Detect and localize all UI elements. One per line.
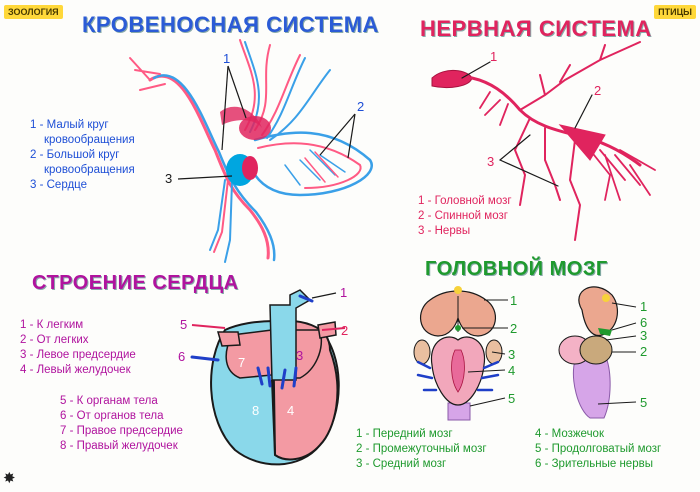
circulatory-legend: 1 - Малый круг кровообращения 2 - Большо… [30, 118, 135, 193]
brain-top-label-4: 4 [508, 363, 516, 378]
legend-item: 6 - От органов тела [60, 410, 164, 422]
brain-top-label-3: 3 [508, 347, 516, 362]
heart-label-8: 8 [252, 403, 260, 418]
legend-item: 2 - Промежуточный мозг [356, 443, 487, 455]
brain-top-label-2: 2 [510, 321, 518, 336]
legend-item: 5 - Продолговатый мозг [535, 443, 662, 455]
brain-title: ГОЛОВНОЙ МОЗГ [425, 258, 608, 280]
legend-item: 3 - Средний мозг [356, 458, 447, 470]
nervous-diagram [431, 41, 656, 241]
circulatory-title: КРОВЕНОСНАЯ СИСТЕМА [82, 12, 379, 37]
legend-item: 1 - Малый круг [30, 119, 109, 131]
nervous-title: НЕРВНАЯ СИСТЕМА [420, 16, 652, 41]
brain-top-label-5: 5 [508, 391, 516, 406]
brain-side-label-1: 1 [640, 299, 648, 314]
legend-item: кровообращения [44, 134, 135, 146]
legend-item: 1 - К легким [20, 319, 84, 331]
brain-side-label-2: 2 [640, 344, 648, 359]
brain-legend-a: 1 - Передний мозг 2 - Промежуточный мозг… [356, 427, 487, 472]
nervous-label-1: 1 [490, 49, 498, 64]
heart-legend-b: 5 - К органам тела 6 - От органов тела 7… [60, 394, 183, 454]
subject-tag: ЗООЛОГИЯ [4, 5, 63, 19]
circulatory-diagram [129, 39, 373, 263]
legend-item: 6 - Зрительные нервы [535, 458, 653, 470]
topic-tag: ПТИЦЫ [654, 5, 696, 19]
heart-label-5: 5 [180, 317, 188, 332]
legend-item: 3 - Сердце [30, 179, 88, 191]
brain-top-label-1: 1 [510, 293, 518, 308]
publisher-logo-icon: ✸ [3, 470, 16, 487]
heart-label-1: 1 [340, 285, 348, 300]
legend-item: 4 - Левый желудочек [20, 364, 131, 376]
heart-label-2: 2 [341, 323, 349, 338]
legend-item: 5 - К органам тела [60, 395, 158, 407]
heart-title: СТРОЕНИЕ СЕРДЦА [32, 272, 239, 294]
nervous-label-3: 3 [487, 154, 495, 169]
brain-side-label-3: 3 [640, 328, 648, 343]
nervous-label-2: 2 [594, 83, 602, 98]
brain-side-label-6: 6 [640, 315, 648, 330]
circulatory-label-1: 1 [223, 51, 231, 66]
heart-legend-a: 1 - К легким 2 - От легких 3 - Левое пре… [20, 318, 136, 378]
legend-item: 2 - От легких [20, 334, 89, 346]
legend-item: 3 - Левое предсердие [20, 349, 136, 361]
nervous-legend: 1 - Головной мозг 2 - Спинной мозг 3 - Н… [418, 194, 512, 239]
heart-label-3: 3 [296, 348, 304, 363]
circulatory-label-2: 2 [357, 99, 365, 114]
legend-item: 3 - Нервы [418, 225, 471, 237]
legend-item: кровообращения [44, 164, 135, 176]
legend-item: 8 - Правый желудочек [60, 440, 178, 452]
circulatory-label-3: 3 [165, 171, 173, 186]
legend-item: 1 - Головной мозг [418, 195, 512, 207]
legend-item: 4 - Мозжечок [535, 428, 604, 440]
legend-item: 2 - Спинной мозг [418, 210, 508, 222]
heart-diagram [190, 289, 346, 466]
legend-item: 7 - Правое предсердие [60, 425, 183, 437]
heart-label-6: 6 [178, 349, 186, 364]
brain-diagram [413, 286, 637, 421]
legend-item: 2 - Большой круг [30, 149, 120, 161]
brain-side-label-5: 5 [640, 395, 648, 410]
heart-label-4: 4 [287, 403, 295, 418]
brain-legend-b: 4 - Мозжечок 5 - Продолговатый мозг 6 - … [535, 427, 661, 472]
legend-item: 1 - Передний мозг [356, 428, 453, 440]
heart-label-7: 7 [238, 355, 246, 370]
